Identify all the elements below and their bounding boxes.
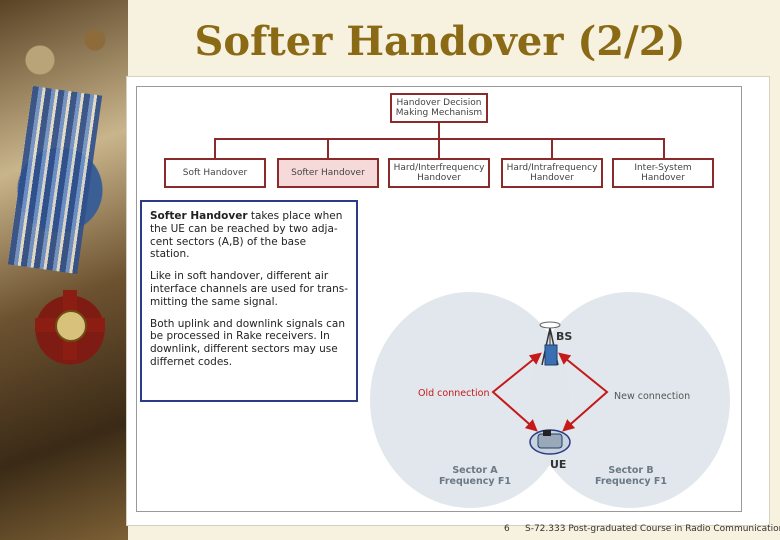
- connector: [438, 123, 440, 139]
- sector-a-area: [370, 292, 570, 508]
- child-node-hard-intra: Hard/Intrafrequency Handover: [501, 158, 603, 188]
- bs-label: BS: [556, 330, 573, 343]
- connector: [551, 138, 553, 158]
- term-softer-handover: Softer Handover: [150, 210, 248, 222]
- sector-b-label: Sector B Frequency F1: [594, 465, 667, 487]
- root-node: Handover Decision Making Mechanism: [390, 93, 488, 123]
- slide-title: Softer Handover (2/2): [194, 18, 686, 65]
- decorative-medal-image: [0, 0, 128, 540]
- page-number: 6: [504, 524, 510, 534]
- old-connection-label: Old connection: [418, 388, 490, 399]
- child-node-inter-system: Inter-System Handover: [612, 158, 714, 188]
- old-connection-arrow: [491, 352, 542, 432]
- description-paragraph-1: Softer Handover takes place when the UE …: [150, 210, 348, 261]
- description-box: Softer Handover takes place when the UE …: [140, 200, 358, 402]
- base-station-icon: [539, 321, 561, 366]
- new-connection-label: New connection: [614, 391, 691, 402]
- new-connection-arrow: [558, 352, 609, 432]
- ue-label: UE: [550, 458, 567, 471]
- connector: [438, 138, 440, 158]
- sector-b-area: [530, 292, 730, 508]
- child-node-soft: Soft Handover: [164, 158, 266, 188]
- ue-icon: [529, 429, 571, 455]
- child-node-softer: Softer Handover: [277, 158, 379, 188]
- connector: [327, 138, 329, 158]
- description-paragraph-3: Both uplink and downlink signals can be …: [150, 317, 346, 368]
- connector: [663, 138, 665, 158]
- footer-text: S-72.333 Post-graduated Course in Radio …: [525, 524, 780, 534]
- child-node-hard-inter: Hard/Interfrequency Handover: [388, 158, 490, 188]
- medal-decoration: [55, 310, 87, 342]
- sector-a-label: Sector A Frequency F1: [438, 465, 511, 487]
- connector: [214, 138, 216, 158]
- description-paragraph-2: Like in soft handover, different air int…: [150, 270, 348, 308]
- description-text: takes place when the UE can be reached b…: [150, 210, 343, 261]
- figure-frame: [136, 86, 742, 512]
